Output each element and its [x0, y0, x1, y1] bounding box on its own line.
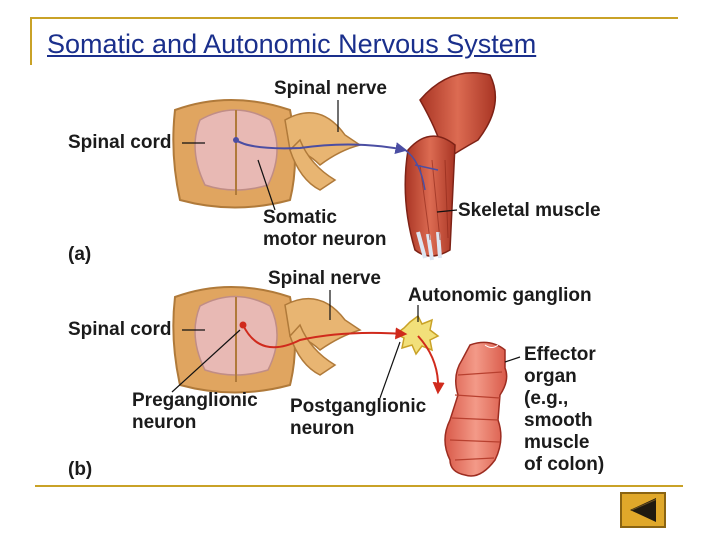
- slide-bottom-rule: [35, 485, 683, 487]
- slide-frame-top: [30, 17, 678, 19]
- slide-frame-left: [30, 17, 32, 65]
- slide-title: Somatic and Autonomic Nervous System: [47, 29, 537, 59]
- label-spinal-cord-b: Spinal cord: [68, 319, 172, 340]
- panel-b-tag: (b): [68, 459, 93, 480]
- label-spinal-nerve-a: Spinal nerve: [274, 78, 387, 99]
- label-spinal-cord-a: Spinal cord: [68, 132, 172, 153]
- label-postganglionic-neuron: Postganglionic neuron: [290, 396, 427, 439]
- label-autonomic-ganglion: Autonomic ganglion: [408, 285, 592, 306]
- preganglionic-axon: [242, 324, 408, 349]
- label-preganglionic-neuron: Preganglionic neuron: [132, 390, 258, 433]
- label-effector-organ: Effector organ (e.g., smooth muscle of c…: [524, 344, 605, 475]
- label-spinal-nerve-b: Spinal nerve: [268, 268, 381, 289]
- panel-a-tag: (a): [68, 244, 92, 265]
- panel-a-spinal-nerve: [284, 112, 362, 191]
- panel-a-somatic-axon: [235, 139, 408, 155]
- label-skeletal-muscle: Skeletal muscle: [458, 200, 601, 221]
- panel-b-spinal-cord: [172, 286, 296, 394]
- autonomic-ganglion: [394, 314, 440, 356]
- label-somatic-motor-neuron: Somatic motor neuron: [263, 207, 387, 250]
- panel-b-leader-lines: [171, 290, 521, 399]
- back-button[interactable]: [620, 492, 666, 528]
- panel-a-somatic-axon-branch: [404, 149, 439, 191]
- effector-organ-colon: [444, 341, 508, 477]
- postganglionic-axon: [417, 335, 445, 395]
- panel-b-spinal-nerve: [284, 297, 362, 376]
- panel-a-spinal-cord: [172, 99, 296, 209]
- triangle-left-icon: [630, 498, 657, 522]
- panel-a-leader-lines: [182, 100, 458, 213]
